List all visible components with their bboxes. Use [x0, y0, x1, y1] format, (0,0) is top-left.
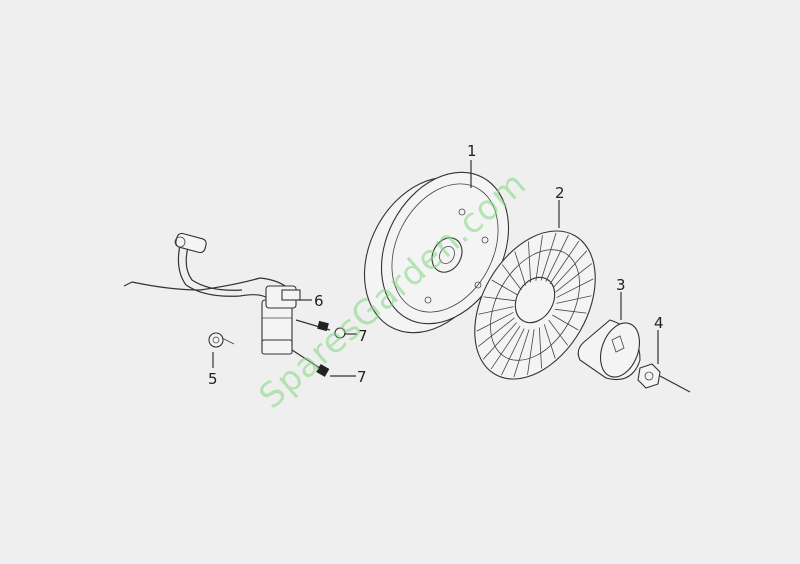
fan-blade: [556, 295, 592, 304]
wire-clip: [208, 332, 235, 348]
fan-blade: [556, 278, 594, 298]
fan-blade: [527, 329, 535, 375]
fan-blade: [538, 327, 542, 369]
callout-4: 4: [654, 314, 664, 332]
coil-bolt-lower: [291, 349, 330, 377]
fan-blade: [553, 250, 588, 288]
callout-2: 2: [555, 184, 565, 202]
callout-5: 5: [208, 370, 218, 388]
leader-lines: [212, 160, 659, 377]
fan-blade: [483, 296, 516, 302]
fan-blade: [482, 322, 517, 360]
fan-blade: [540, 232, 557, 281]
ignition-coil: [123, 232, 301, 355]
fan-blade: [476, 312, 514, 332]
fan-blade: [501, 328, 525, 376]
fan-blade: [528, 241, 532, 283]
fan-blade: [548, 319, 569, 346]
flywheel-nut: [637, 363, 691, 393]
fan-blade: [555, 263, 592, 293]
callout-7-upper: 7: [358, 327, 368, 345]
fan-blade: [478, 306, 514, 315]
fan-blade: [543, 324, 556, 359]
coil-bolt-upper: [295, 319, 346, 339]
fan-blade: [535, 235, 543, 281]
callout-1: 1: [467, 142, 477, 160]
fan-blade: [514, 251, 527, 286]
callout-7-lower: 7: [357, 368, 367, 386]
callout-3: 3: [616, 276, 626, 294]
callouts: 1 2 3 4 5 6 7 7: [208, 142, 664, 388]
fan-blade: [552, 314, 579, 331]
cooling-fan: [474, 230, 596, 380]
callout-6: 6: [314, 292, 324, 310]
fan-blade: [478, 317, 515, 347]
fan-blade: [549, 240, 580, 285]
fan-blade: [490, 325, 521, 370]
fan-blade: [513, 329, 530, 378]
fan-blade: [501, 264, 522, 291]
fan-blade: [491, 279, 518, 296]
fan-blade: [545, 234, 569, 282]
starter-cup: [577, 319, 641, 381]
fan-blade: [554, 308, 587, 314]
